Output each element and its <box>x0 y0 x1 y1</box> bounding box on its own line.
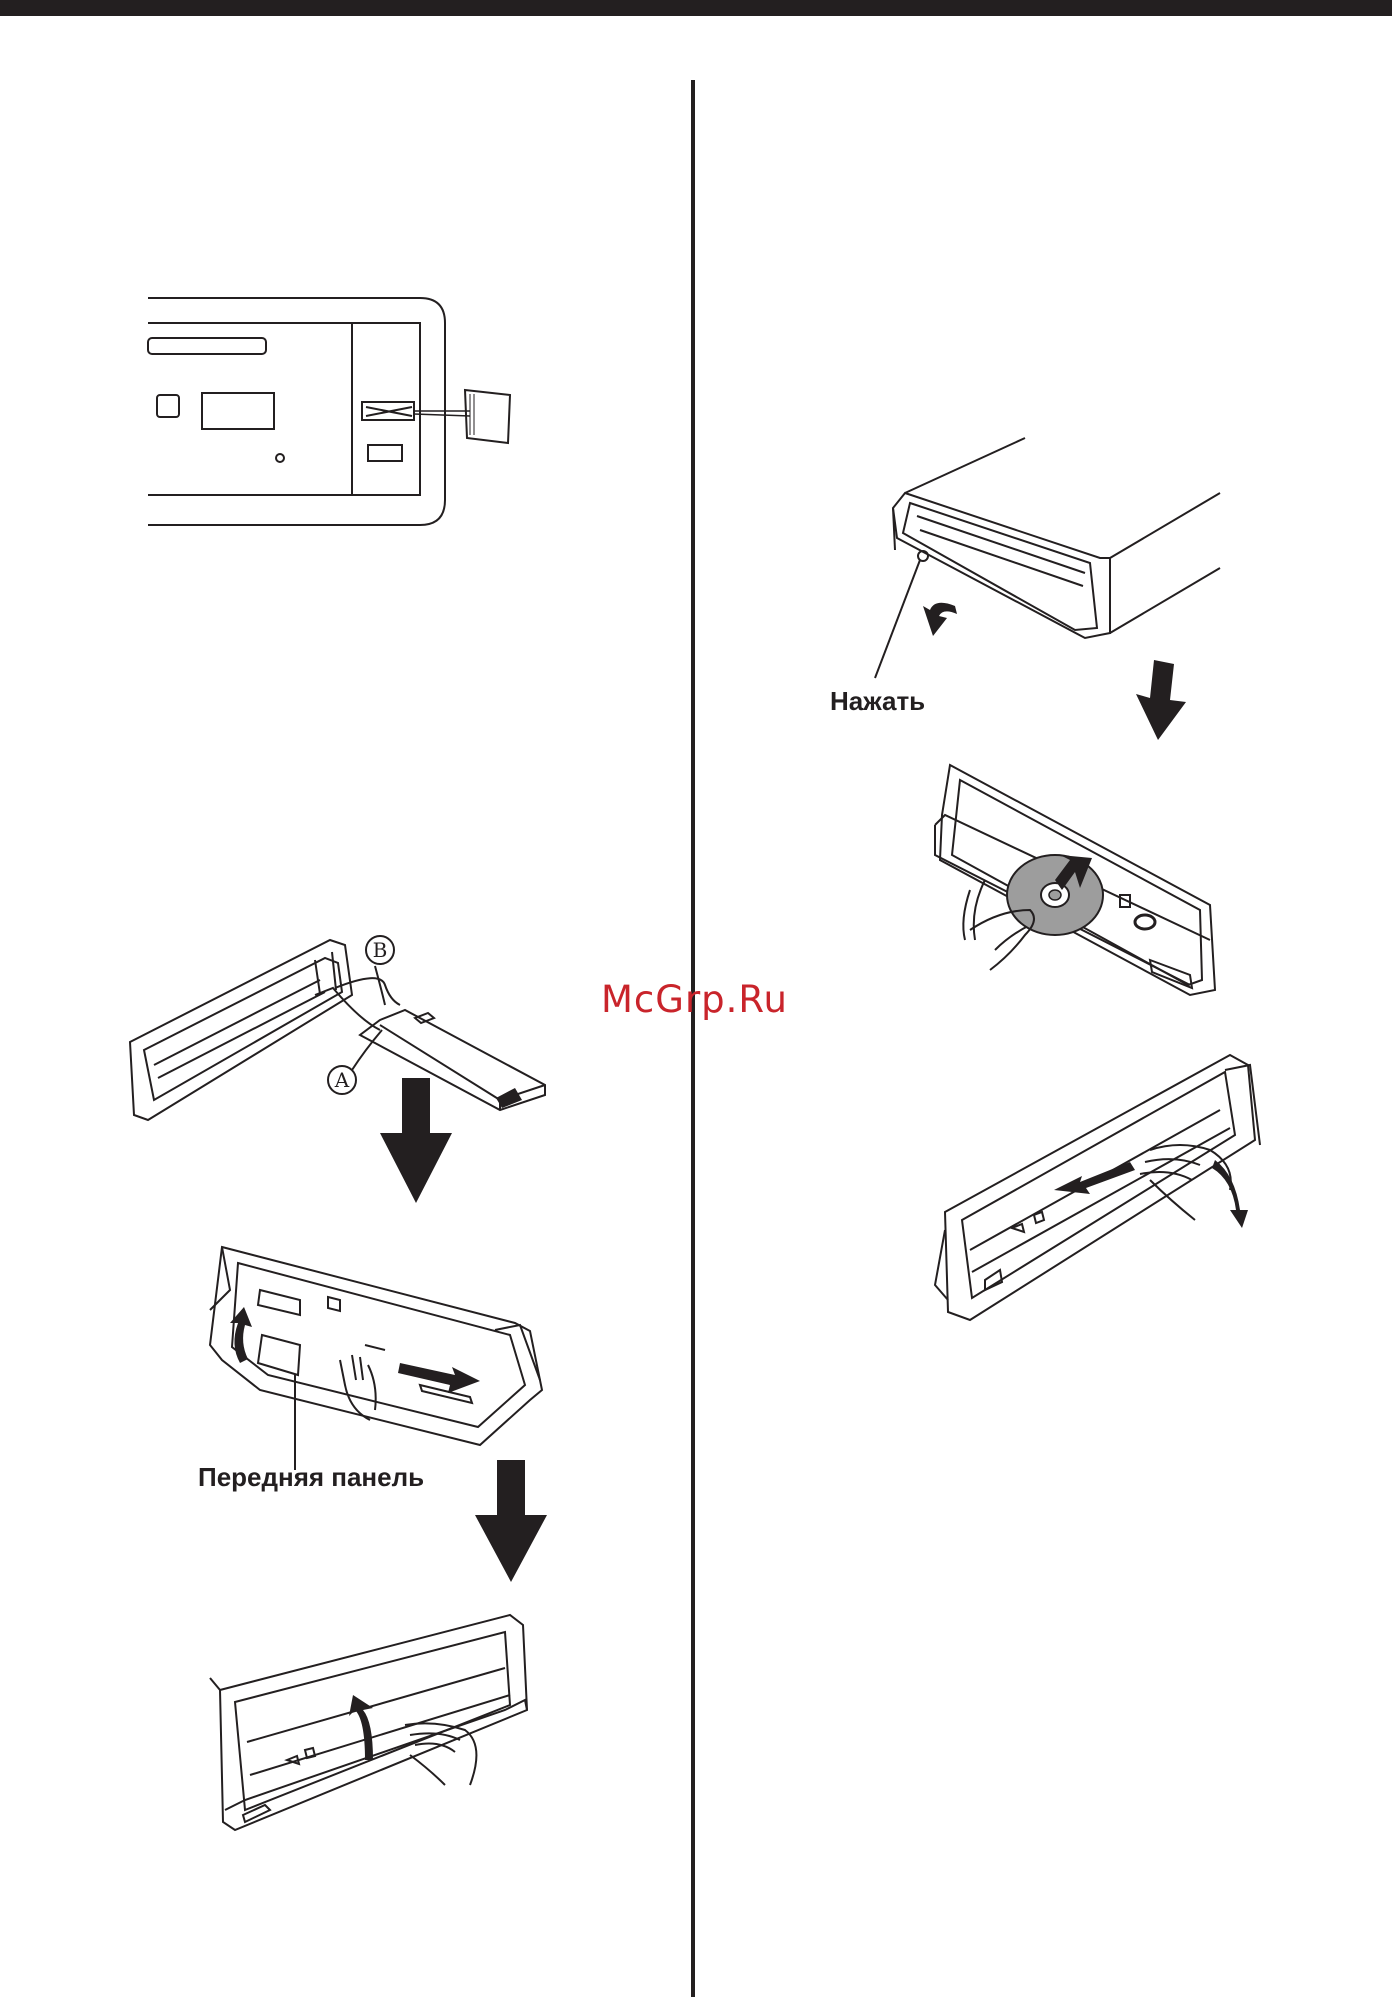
marker-a-label: A <box>334 1068 350 1092</box>
sd-card-unit-illustration <box>140 290 540 540</box>
down-arrow-icon <box>475 1460 547 1582</box>
column-divider <box>691 80 695 1997</box>
insert-disc-illustration <box>930 760 1230 1000</box>
top-header-bar <box>0 0 1392 16</box>
panel-detach-illustration: B A <box>120 930 560 1130</box>
close-panel-illustration <box>930 1050 1250 1320</box>
down-arrow-icon <box>380 1078 452 1203</box>
down-arrow-icon <box>1130 660 1190 740</box>
front-panel-label: Передняя панель <box>198 1462 424 1493</box>
front-panel-back-illustration <box>200 1235 550 1455</box>
watermark-text: McGrp.Ru <box>601 978 788 1021</box>
press-label: Нажать <box>830 686 925 717</box>
panel-attach-illustration <box>205 1610 540 1835</box>
marker-b-label: B <box>373 938 388 962</box>
